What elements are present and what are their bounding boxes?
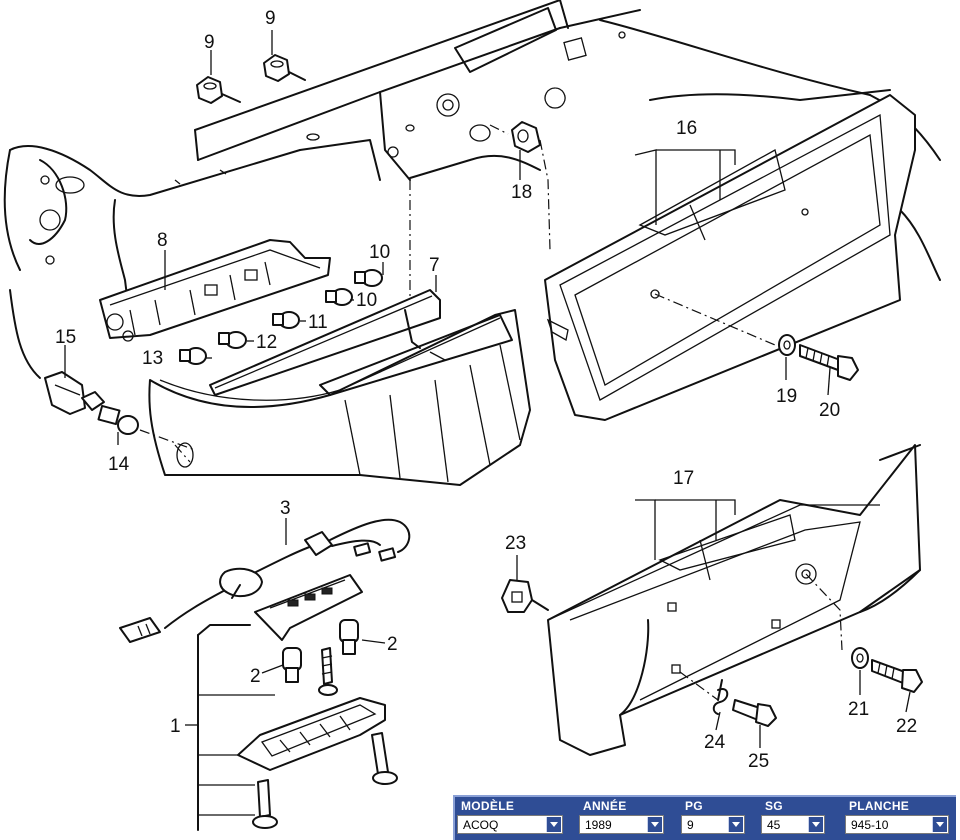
callout-2-left: 2 [250,666,261,687]
chevron-down-icon[interactable] [932,817,947,832]
chevron-down-icon[interactable] [728,817,743,832]
nut-9-right [263,54,306,82]
washer-19 [778,334,796,356]
callout-1: 1 [170,716,181,737]
clip-24 [712,679,729,715]
pg-select[interactable]: 9 [681,815,745,834]
callout-8: 8 [157,230,168,251]
sg-label: SG [765,799,783,813]
planche-value: 945-10 [851,818,889,832]
callout-10-lower: 10 [356,290,377,311]
plate-recess-16 [544,94,916,421]
callout-18: 18 [511,182,532,203]
callout-11: 11 [308,312,328,333]
licence-lamp-cable-3 [119,518,411,643]
pg-value: 9 [687,818,694,832]
chevron-down-icon[interactable] [808,817,823,832]
callout-12: 12 [256,332,277,353]
modele-value: ACOQ [463,818,499,832]
callout-2-right: 2 [387,634,398,655]
bulb-holder-8 [99,239,331,342]
modele-select[interactable]: ACOQ [457,815,563,834]
chevron-down-icon[interactable] [546,817,561,832]
callout-25: 25 [748,751,769,772]
planche-select[interactable]: 945-10 [845,815,949,834]
callout-7: 7 [429,255,440,276]
callout-14: 14 [108,454,130,475]
clip-23 [501,579,549,613]
screw-upper [318,647,338,696]
trunk-lid-panel [3,0,941,321]
annee-label: ANNÉE [583,799,627,813]
pg-label: PG [685,799,703,813]
gasket-7 [209,180,441,396]
bulb-14 [97,404,196,468]
bulb-12 [218,331,247,349]
bulb-2-left [282,647,302,683]
leader-lines [64,30,911,748]
annee-select[interactable]: 1989 [579,815,664,834]
bolt-22 [871,659,923,693]
screw-25 [732,699,777,727]
planche-group: PLANCHE 945-10 [843,798,955,834]
callout-22: 22 [896,716,917,737]
tail-lamp-housing [148,309,531,486]
washer-21 [851,647,869,669]
callout-21: 21 [848,699,869,720]
sg-value: 45 [767,818,781,832]
pg-group: PG 9 [679,798,759,834]
modele-label: MODÈLE [461,799,515,813]
bumper-cover-17 [547,444,921,756]
callout-15: 15 [55,327,76,348]
callout-9-left: 9 [204,32,215,53]
annee-group: ANNÉE 1989 [577,798,679,834]
bulb-13 [179,347,207,365]
catalog-selector-bar: MODÈLE ACOQ ANNÉE 1989 PG 9 SG 45 PLANCH… [453,795,956,840]
lamp-housing-upper [254,574,363,641]
callout-24: 24 [704,732,726,753]
callout-labels: 9 9 8 10 10 7 11 12 13 15 14 16 18 19 20… [55,8,917,772]
callout-3: 3 [280,498,291,519]
planche-label: PLANCHE [849,799,910,813]
bulb-10-lower [325,288,353,306]
callout-23: 23 [505,533,526,554]
annee-value: 1989 [585,818,612,832]
bulb-2-right [339,619,359,655]
nut-9-left [196,76,241,104]
sg-select[interactable]: 45 [761,815,825,834]
callout-9-right: 9 [265,8,276,29]
callout-10-upper: 10 [369,242,390,263]
callout-16: 16 [676,118,697,139]
bracket-1 [197,624,275,831]
screw-lower-left [252,779,278,829]
lamp-lens [237,697,386,771]
sg-group: SG 45 [759,798,843,834]
callout-19: 19 [776,386,797,407]
callout-13: 13 [142,348,163,369]
callout-17: 17 [673,468,694,489]
bolt-20 [799,344,859,381]
bulb-11 [272,311,300,329]
clip-18 [489,121,551,251]
modele-group: MODÈLE ACOQ [455,798,577,834]
callout-20: 20 [819,400,840,421]
chevron-down-icon[interactable] [647,817,662,832]
screw-lower-right [371,732,398,785]
bulb-10-upper [354,269,383,287]
socket-15 [9,289,105,415]
